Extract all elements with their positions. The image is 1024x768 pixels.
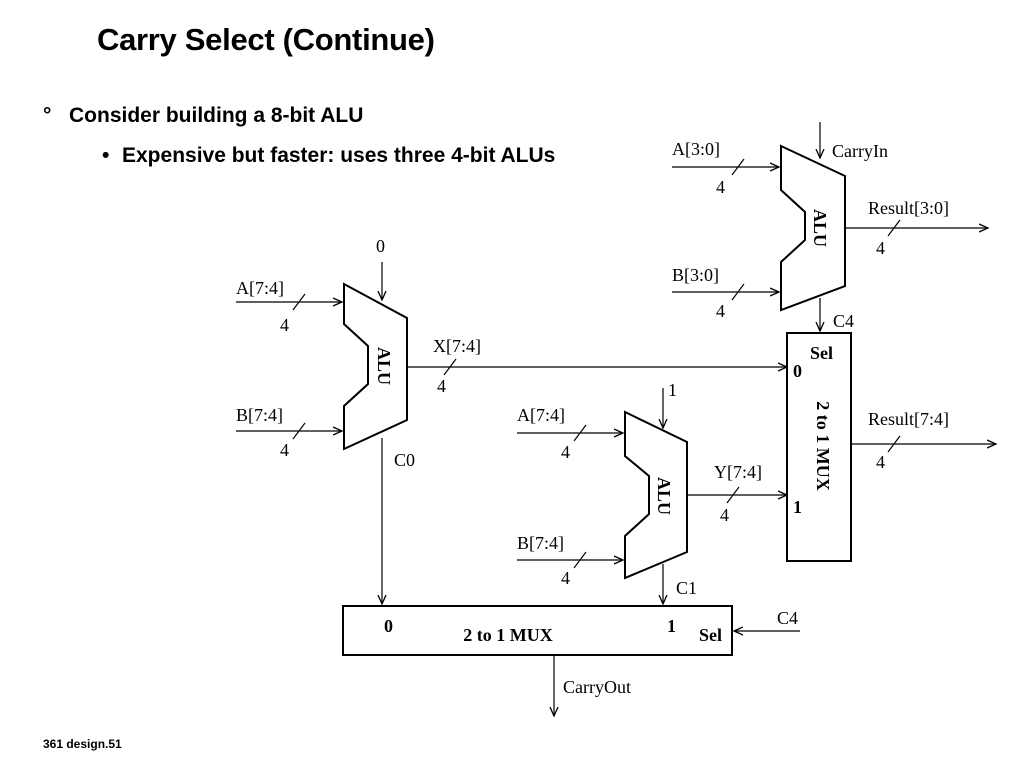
alu-mid-y-bus-slash [726, 486, 740, 504]
alu-left-a-label: A[7:4] [236, 278, 284, 298]
mux-right-result-bus-slash [887, 435, 901, 453]
alu-left-carryin-value: 0 [376, 236, 385, 256]
mux-right-box [786, 332, 852, 562]
alu-mid-shape [624, 410, 688, 580]
alu-top-b-width: 4 [716, 301, 725, 321]
alu-top-label: ALU [810, 209, 830, 247]
alu-mid-y-label: Y[7:4] [714, 462, 762, 482]
alu-top-carryin-label: CarryIn [832, 141, 888, 161]
alu-left-b-width: 4 [280, 440, 289, 460]
mux-right-in1-label: 1 [793, 497, 802, 517]
mux-bottom-in0-label: 0 [384, 616, 393, 636]
mux-bottom-in1-label: 1 [667, 616, 676, 636]
alu-left-x-label: X[7:4] [433, 336, 481, 356]
alu-top-b-bus-slash [731, 283, 745, 301]
alu-mid: ALU 1 A[7:4] 4 B[7:4] 4 Y[7:4] 4 C1 [517, 380, 787, 604]
mux-bottom-box [342, 605, 733, 656]
alu-top-carryout-label: C4 [833, 311, 854, 331]
alu-mid-b-bus-slash [573, 551, 587, 569]
alu-top-a-bus-slash [731, 158, 745, 176]
mux-right-result-width: 4 [876, 452, 885, 472]
alu-left-shape [343, 282, 408, 451]
bullet-level-2: • Expensive but faster: uses three 4-bit … [102, 144, 555, 168]
mux-right: Sel 0 1 2 to 1 MUX Result[7:4] 4 [786, 332, 996, 562]
alu-mid-y-width: 4 [720, 505, 729, 525]
mux-bottom-sel-signal-label: C4 [777, 608, 798, 628]
alu-top: ALU CarryIn A[3:0] 4 B[3:0] 4 Result[3:0… [672, 122, 988, 331]
alu-left-x-width: 4 [437, 376, 446, 396]
alu-left-b-label: B[7:4] [236, 405, 283, 425]
alu-mid-b-label: B[7:4] [517, 533, 564, 553]
alu-left-a-bus-slash [292, 293, 306, 311]
alu-mid-b-width: 4 [561, 568, 570, 588]
alu-left-x-bus-slash [443, 358, 457, 376]
alu-mid-a-width: 4 [561, 442, 570, 462]
alu-left: ALU 0 A[7:4] 4 B[7:4] 4 X[7:4] 4 C0 [236, 236, 787, 604]
bullet-2-text: Expensive but faster: uses three 4-bit A… [122, 144, 556, 167]
alu-top-shape [780, 144, 846, 312]
alu-mid-a-label: A[7:4] [517, 405, 565, 425]
alu-left-carryout-label: C0 [394, 450, 415, 470]
alu-left-label: ALU [374, 347, 394, 385]
mux-right-in0-label: 0 [793, 361, 802, 381]
bullet-level-1: ° Consider building a 8-bit ALU [43, 104, 363, 128]
mux-bottom-out-label: CarryOut [563, 677, 631, 697]
mux-right-label: 2 to 1 MUX [813, 401, 833, 490]
alu-top-result-width: 4 [876, 238, 885, 258]
slide-title: Carry Select (Continue) [97, 22, 435, 57]
mux-bottom-label: 2 to 1 MUX [463, 625, 552, 645]
mux-bottom: 0 1 2 to 1 MUX Sel C4 CarryOut [342, 605, 800, 716]
dot-bullet-icon: • [102, 144, 110, 167]
alu-left-b-bus-slash [292, 422, 306, 440]
alu-top-b-label: B[3:0] [672, 265, 719, 285]
alu-top-result-bus-slash [887, 219, 901, 237]
mux-right-sel-label: Sel [810, 343, 833, 363]
alu-top-a-width: 4 [716, 177, 725, 197]
alu-mid-carryin-value: 1 [668, 380, 677, 400]
alu-left-a-width: 4 [280, 315, 289, 335]
mux-right-result-label: Result[7:4] [868, 409, 949, 429]
slide-footer: 361 design.51 [43, 737, 122, 751]
degree-bullet-icon: ° [43, 104, 52, 127]
alu-top-a-label: A[3:0] [672, 139, 720, 159]
bullet-1-text: Consider building a 8-bit ALU [69, 104, 364, 127]
alu-top-result-label: Result[3:0] [868, 198, 949, 218]
alu-mid-carryout-label: C1 [676, 578, 697, 598]
alu-mid-a-bus-slash [573, 424, 587, 442]
mux-bottom-sel-label: Sel [699, 625, 722, 645]
alu-mid-label: ALU [654, 477, 674, 515]
